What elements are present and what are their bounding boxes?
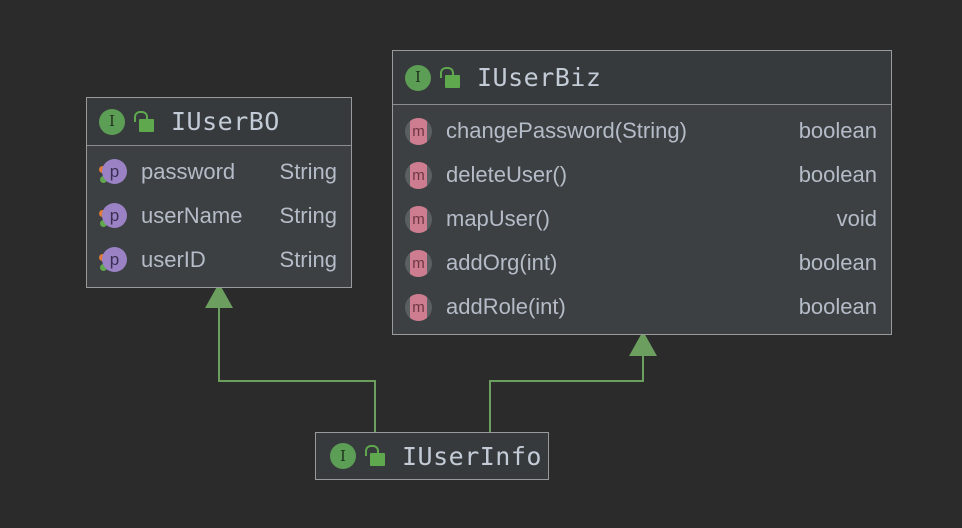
class-box-iuserbiz[interactable]: I IUserBiz m changePassword(String) bool… xyxy=(392,50,892,335)
member-row[interactable]: m addRole(int) boolean xyxy=(393,285,891,329)
member-type: boolean xyxy=(798,294,877,319)
member-type: boolean xyxy=(798,162,877,187)
member-row[interactable]: m deleteUser() boolean xyxy=(393,153,891,197)
class-header-iuserbiz[interactable]: I IUserBiz xyxy=(393,51,891,105)
interface-icon: I xyxy=(330,443,356,469)
member-row[interactable]: m addOrg(int) boolean xyxy=(393,241,891,285)
method-icon: m xyxy=(405,249,432,277)
interface-icon: I xyxy=(99,108,125,135)
class-members-iuserbo: p password String p userName String p us… xyxy=(87,146,351,287)
edge-iuserinfo-to-iuserbiz[interactable] xyxy=(489,331,657,432)
class-title: IUserBO xyxy=(171,107,280,136)
class-box-iuserinfo[interactable]: I IUserInfo xyxy=(315,432,549,480)
member-type: String xyxy=(279,159,337,184)
unlock-icon xyxy=(364,444,386,468)
member-name: userName xyxy=(141,203,243,228)
member-type: String xyxy=(279,203,337,228)
unlock-icon xyxy=(133,110,155,134)
member-type: void xyxy=(836,206,877,231)
member-type: String xyxy=(279,247,337,272)
member-type: boolean xyxy=(798,118,877,143)
property-icon: p xyxy=(99,202,127,230)
class-title: IUserBiz xyxy=(477,63,602,92)
member-row[interactable]: m changePassword(String) boolean xyxy=(393,109,891,153)
property-icon: p xyxy=(99,246,127,274)
class-title: IUserInfo xyxy=(402,441,542,471)
member-name: changePassword(String) xyxy=(446,118,687,143)
member-type: boolean xyxy=(798,250,877,275)
member-name: deleteUser() xyxy=(446,162,568,187)
class-header-iuserinfo[interactable]: I IUserInfo xyxy=(316,433,548,479)
interface-icon: I xyxy=(405,64,431,91)
method-icon: m xyxy=(405,117,432,145)
member-name: addOrg(int) xyxy=(446,250,558,275)
member-name: addRole(int) xyxy=(446,294,566,319)
method-icon: m xyxy=(405,293,432,321)
member-row[interactable]: p password String xyxy=(87,150,351,194)
member-row[interactable]: p userName String xyxy=(87,194,351,238)
class-members-iuserbiz: m changePassword(String) boolean m delet… xyxy=(393,105,891,334)
property-icon: p xyxy=(99,158,127,186)
class-box-iuserbo[interactable]: I IUserBO p password String p userNa xyxy=(86,97,352,288)
member-name: userID xyxy=(141,247,206,272)
member-row[interactable]: p userID String xyxy=(87,238,351,282)
method-icon: m xyxy=(405,161,432,189)
class-header-iuserbo[interactable]: I IUserBO xyxy=(87,98,351,146)
unlock-icon xyxy=(439,66,461,90)
member-name: password xyxy=(141,159,236,184)
edge-iuserinfo-to-iuserbo[interactable] xyxy=(205,283,376,432)
member-row[interactable]: m mapUser() void xyxy=(393,197,891,241)
member-name: mapUser() xyxy=(446,206,550,231)
method-icon: m xyxy=(405,205,432,233)
